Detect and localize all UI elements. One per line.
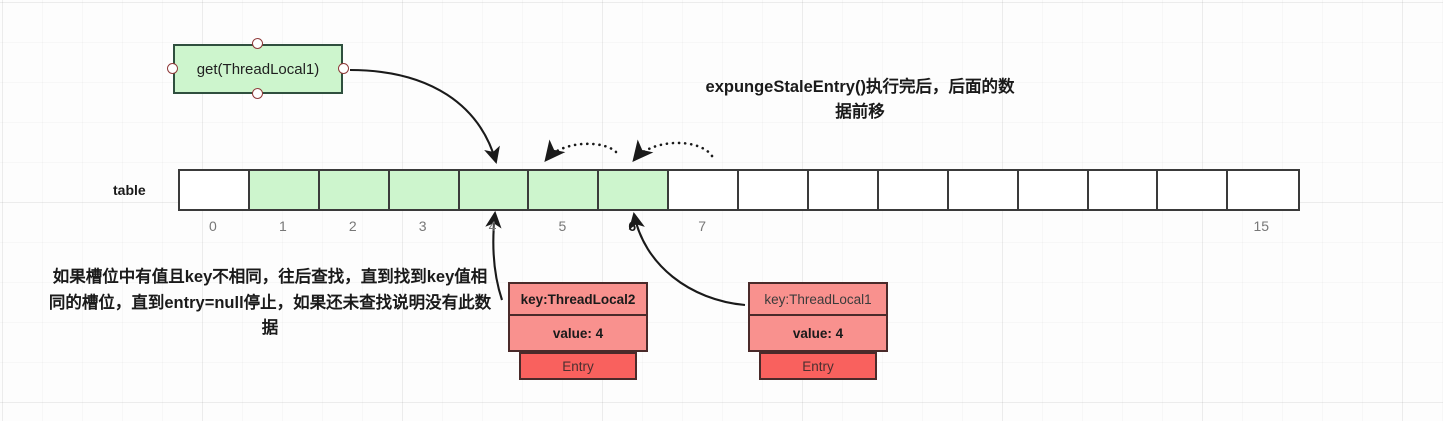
entry-key-cell: key:ThreadLocal1 [748, 282, 888, 316]
table-cell-13[interactable] [1088, 171, 1159, 209]
shift-arc-6-to-5 [544, 139, 618, 163]
entry-key-label: key:ThreadLocal1 [764, 291, 872, 307]
entry-type-label: Entry [562, 358, 594, 374]
table-cell-12[interactable] [1018, 171, 1089, 209]
table-cell-3[interactable] [389, 171, 460, 209]
index-label-13 [1087, 216, 1157, 236]
table-cell-10[interactable] [878, 171, 949, 209]
table-cell-2[interactable] [319, 171, 390, 209]
arrow-get-to-slot4 [349, 68, 500, 165]
index-label-10 [877, 216, 947, 236]
entry-value-cell: value: 4 [508, 316, 648, 352]
index-label-5: 5 [558, 218, 567, 234]
table-slots [178, 169, 1301, 211]
index-label-8 [737, 216, 807, 236]
entry-type-cell: Entry [759, 352, 877, 380]
table-cell-14[interactable] [1158, 171, 1229, 209]
index-label-12 [1017, 216, 1087, 236]
index-label-11 [947, 216, 1017, 236]
shift-arc-7-to-6 [632, 139, 714, 163]
connector-handle-bottom[interactable] [252, 88, 263, 99]
entry-value-label: value: 4 [552, 325, 604, 341]
table-cell-5[interactable] [529, 171, 600, 209]
index-label-14 [1156, 216, 1226, 236]
table-cell-7[interactable] [669, 171, 740, 209]
table-cell-8[interactable] [739, 171, 810, 209]
table-cell-0[interactable] [180, 171, 250, 209]
diagram-heading: expungeStaleEntry()执行完后，后面的数据前移 [705, 78, 1015, 121]
entry-key-label: key:ThreadLocal2 [520, 291, 636, 307]
entry-box-threadlocal1[interactable]: key:ThreadLocal1 value: 4 Entry [748, 282, 888, 380]
get-action-label: get(ThreadLocal1) [196, 60, 320, 78]
table-label: table [113, 182, 146, 198]
index-label-9 [807, 216, 877, 236]
lookup-note: 如果槽位中有值且key不相同，往后查找，直到找到key值相同的槽位，直到entr… [48, 268, 492, 338]
table-cell-6[interactable] [599, 171, 670, 209]
index-label-7: 7 [698, 218, 707, 234]
connector-handle-right[interactable] [338, 63, 349, 74]
entry-box-threadlocal2[interactable]: key:ThreadLocal2 value: 4 Entry [508, 282, 648, 380]
index-label-2: 2 [348, 218, 357, 234]
index-label-3: 3 [418, 218, 427, 234]
entry-value-cell: value: 4 [748, 316, 888, 352]
index-label-1: 1 [278, 218, 287, 234]
entry-type-cell: Entry [519, 352, 637, 380]
index-label-6: 6 [628, 218, 637, 234]
index-label-4: 4 [488, 218, 497, 234]
table-index-labels: 0 1 2 3 4 5 6 7 15 [178, 216, 1296, 236]
entry-value-label: value: 4 [792, 325, 844, 341]
table-cell-4[interactable] [459, 171, 530, 209]
table-cell-11[interactable] [948, 171, 1019, 209]
table-cell-9[interactable] [809, 171, 879, 209]
index-label-15: 15 [1253, 218, 1270, 234]
entry-key-cell: key:ThreadLocal2 [508, 282, 648, 316]
connector-handle-top[interactable] [252, 38, 263, 49]
entry-type-label: Entry [802, 358, 834, 374]
index-label-0: 0 [209, 218, 217, 234]
table-cell-15[interactable] [1228, 171, 1299, 209]
table-cell-1[interactable] [249, 171, 320, 209]
get-action-box[interactable]: get(ThreadLocal1) [173, 44, 343, 94]
connector-handle-left[interactable] [167, 63, 178, 74]
